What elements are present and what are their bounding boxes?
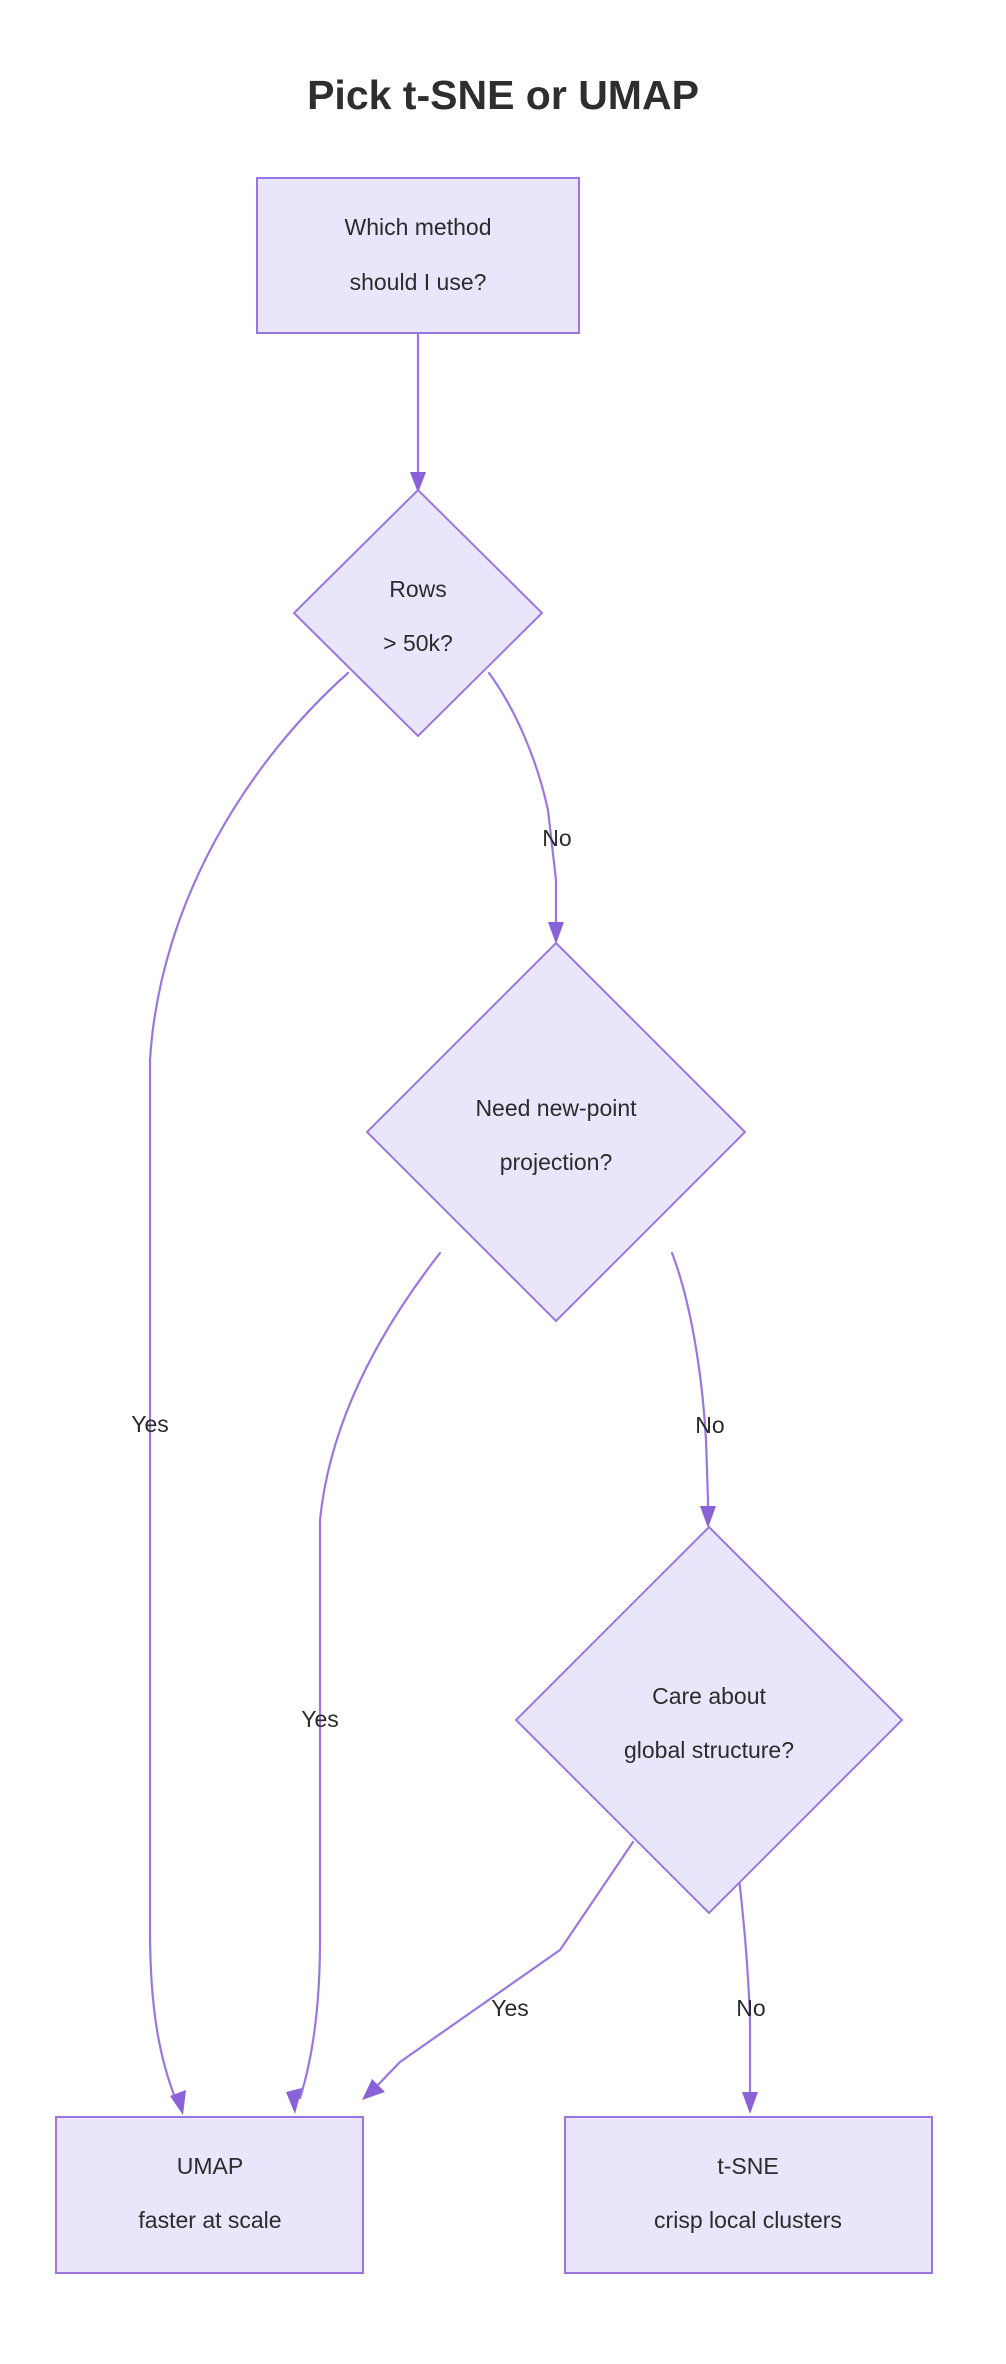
arrow-head-icon [548,922,564,944]
node-shape-diamond[interactable] [365,941,747,1323]
arrow-head-icon [742,2092,758,2114]
node-label-line-1: Care about [652,1683,766,1709]
edge-path [373,1840,635,2090]
edge-projection-no-to-global: No [670,1251,725,1528]
node-shape-rectangle[interactable] [256,177,580,334]
node-umap[interactable]: UMAP faster at scale [55,2116,364,2274]
edge-label-no: No [542,825,571,851]
node-shape-diamond[interactable] [514,1525,904,1915]
node-label-line-1: Which method [344,214,491,240]
edge-start-to-rows [410,331,426,493]
edge-path [487,671,558,930]
edge-label-no: No [736,1995,765,2021]
arrow-head-icon [286,2088,302,2114]
node-projection[interactable]: Need new-point projection? [365,941,747,1323]
node-label-line-2: faster at scale [138,2207,281,2233]
edge-label-yes: Yes [491,1995,529,2021]
node-label-line-1: UMAP [177,2153,243,2179]
edge-label-yes: Yes [131,1411,169,1437]
arrow-head-icon [700,1506,716,1528]
node-label-line-2: should I use? [350,269,487,295]
edge-path [670,1251,710,1514]
edge-global-no-to-tsne: No [733,1843,766,2114]
edge-global-yes-to-umap: Yes [362,1840,635,2100]
node-label-line-1: t-SNE [717,2153,778,2179]
node-label-line-2: projection? [500,1149,613,1175]
node-label-line-1: Rows [389,576,447,602]
node-start[interactable]: Which method should I use? [256,177,580,334]
node-label-line-2: global structure? [624,1737,794,1763]
edge-rows-yes-to-umap: Yes [131,671,350,2115]
page-title: Pick t-SNE or UMAP [307,72,699,118]
node-global[interactable]: Care about global structure? [514,1525,904,1915]
arrow-head-icon [410,472,426,493]
edge-projection-yes-to-umap: Yes [286,1251,442,2114]
edge-path [148,671,350,2102]
node-shape-diamond[interactable] [292,488,544,738]
edge-path [298,1251,442,2100]
node-rows[interactable]: Rows > 50k? [292,488,544,738]
arrow-head-icon [170,2090,186,2115]
arrow-head-icon [362,2079,385,2100]
edge-label-no: No [695,1412,724,1438]
edge-label-yes: Yes [301,1706,339,1732]
node-tsne[interactable]: t-SNE crisp local clusters [564,2116,933,2274]
node-shape-rectangle[interactable] [564,2116,933,2274]
node-shape-rectangle[interactable] [55,2116,364,2274]
node-label-line-2: crisp local clusters [654,2207,842,2233]
node-label-line-2: > 50k? [383,630,453,656]
edge-rows-no-to-projection: No [487,671,572,944]
node-label-line-1: Need new-point [475,1095,637,1121]
